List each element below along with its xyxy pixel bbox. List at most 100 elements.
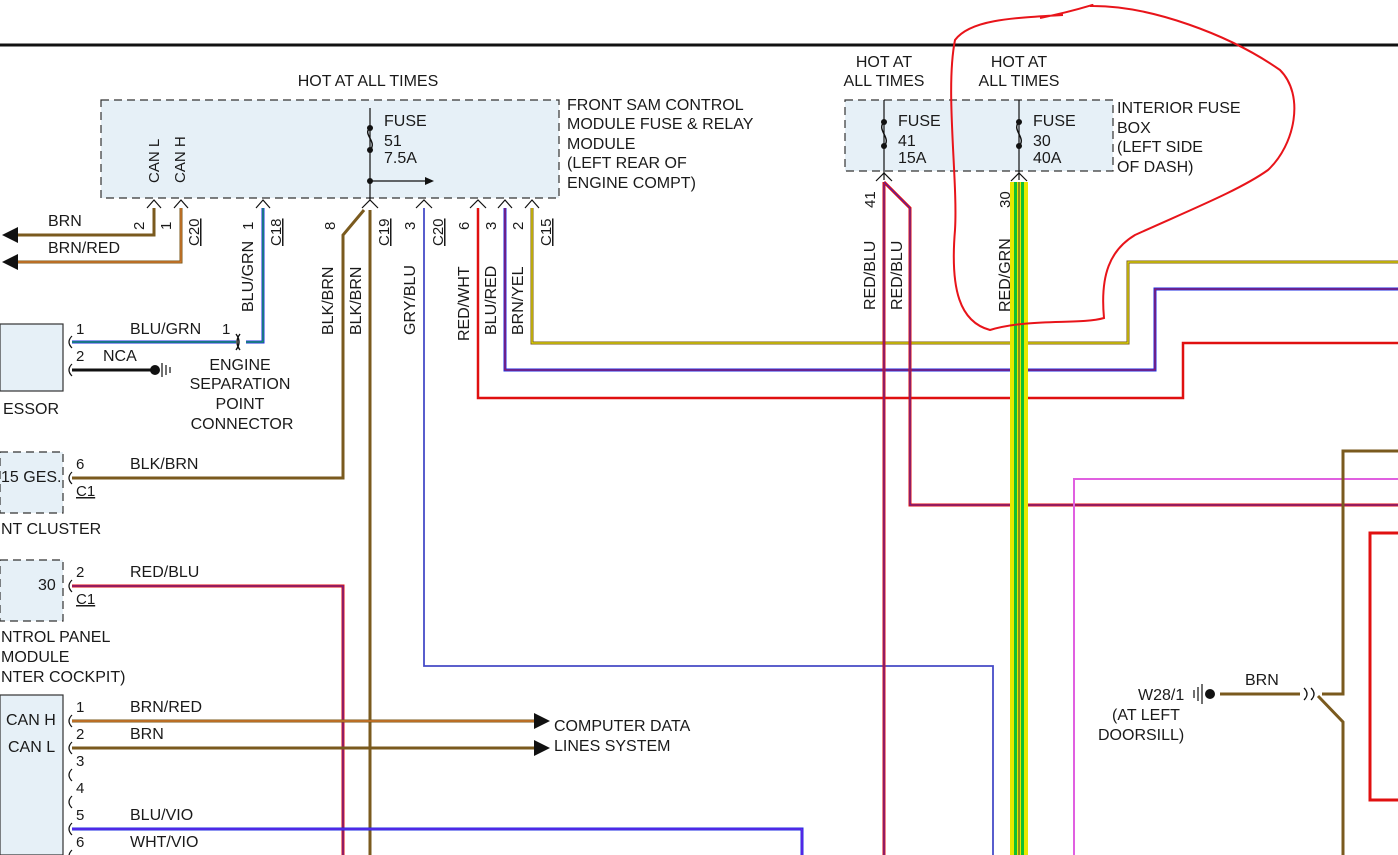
esp-label-1: ENGINE xyxy=(209,357,270,374)
top-wire-labels: BRN BRN/RED BLU/GRN BLK/BRN BLK/BRN GRY/… xyxy=(48,213,1014,341)
can-h-label: CAN H xyxy=(172,136,189,183)
fuse-51-dot-top xyxy=(367,125,373,131)
pin-2-can-l: 2 xyxy=(131,222,148,230)
label-brn-red: BRN/RED xyxy=(48,240,120,257)
interior-fuse-box-outline xyxy=(844,99,1114,172)
compressor-component: ESSOR 1 BLU/GRN 1 2 NCA ENGINE SEPARATIO… xyxy=(0,321,293,433)
control-panel-name-2: MODULE xyxy=(1,649,69,666)
wire-red-right-box xyxy=(1368,531,1398,802)
wire-brn-can-l xyxy=(14,208,156,237)
control-panel-name-3: NTER COCKPIT) xyxy=(1,669,125,686)
ground-wire-label: BRN xyxy=(1245,672,1279,689)
compressor-pin-2: 2 xyxy=(76,348,84,365)
fuse-41-hot-line-1: HOT AT xyxy=(856,54,913,71)
ground-w28-dot xyxy=(1205,689,1215,699)
cluster-inner-label: 15 GES. xyxy=(1,469,61,486)
lower-can-h: CAN H xyxy=(6,712,56,729)
cluster-wire-label: BLK/BRN xyxy=(130,456,198,473)
label-blu-red: BLU/RED xyxy=(483,266,500,335)
cluster-name: NT CLUSTER xyxy=(1,521,101,538)
interior-fuse-box-title-1: INTERIOR FUSE xyxy=(1117,100,1241,117)
arrow-brn-red-left xyxy=(2,254,18,270)
lower-pin-5: 5 xyxy=(76,807,84,824)
lower-wire-2-label: BRN xyxy=(130,726,164,743)
lower-can-l: CAN L xyxy=(8,739,55,756)
control-panel-wire-label: RED/BLU xyxy=(130,564,199,581)
esp-label-4: CONNECTOR xyxy=(191,416,294,433)
lower-module-box xyxy=(0,694,64,855)
front-sam-title-line-4: (LEFT REAR OF xyxy=(567,155,687,172)
control-panel-name-1: NTROL PANEL xyxy=(1,629,110,646)
arrow-brn-left xyxy=(2,227,18,243)
fuse-30-rating: 40A xyxy=(1033,150,1062,167)
lower-pin-4: 4 xyxy=(76,780,84,797)
wire-magenta xyxy=(1073,478,1398,855)
front-sam-module-box xyxy=(100,99,560,199)
interior-fuse-box-title-4: OF DASH) xyxy=(1117,159,1193,176)
control-panel-module: 30 2 C1 RED/BLU NTROL PANEL MODULE NTER … xyxy=(0,559,199,686)
conn-c18: C18 xyxy=(268,218,285,246)
fuse-41-label: FUSE xyxy=(898,113,941,130)
lower-wire-5-label: BLU/VIO xyxy=(130,807,193,824)
cluster-box xyxy=(0,451,64,514)
compressor-label: ESSOR xyxy=(3,401,59,418)
conn-c20-a: C20 xyxy=(186,218,203,246)
sam-connector-pins xyxy=(146,199,540,209)
wire-red-wht xyxy=(476,208,1398,400)
cluster-conn: C1 xyxy=(76,483,95,500)
pin-3: 3 xyxy=(402,222,419,230)
front-sam-title-line-5: ENGINE COMPT) xyxy=(567,175,696,192)
fuse-30-label: FUSE xyxy=(1033,113,1076,130)
lower-pin-6: 6 xyxy=(76,834,84,851)
compressor-pin-1: 1 xyxy=(76,321,84,338)
front-sam-title-line-1: FRONT SAM CONTROL xyxy=(567,97,744,114)
control-panel-conn: C1 xyxy=(76,591,95,608)
label-blk-brn-2: BLK/BRN xyxy=(348,267,365,335)
esp-pin-1: 1 xyxy=(222,321,230,338)
front-sam-title-line-3: MODULE xyxy=(567,136,635,153)
lower-module: CAN H CAN L 1 2 3 4 5 6 BRN/RED BRN BLU/… xyxy=(0,694,691,855)
ground-w28: W28/1 (AT LEFT DOORSILL) BRN xyxy=(1098,672,1315,744)
interior-fuse-box-title-3: (LEFT SIDE xyxy=(1117,139,1203,156)
lower-wire-1-label: BRN/RED xyxy=(130,699,202,716)
label-red-blu-1: RED/BLU xyxy=(862,241,879,310)
lower-pin-1: 1 xyxy=(76,699,84,716)
fuse-51-arrow-head xyxy=(425,177,434,185)
fuse-51-label: FUSE xyxy=(384,113,427,130)
conn-c20-b: C20 xyxy=(430,218,447,246)
ground-name: W28/1 xyxy=(1138,687,1184,704)
label-red-wht: RED/WHT xyxy=(456,266,473,341)
top-pin-labels: 2 1 C20 1 C18 8 C19 3 C20 6 3 2 C15 41 3… xyxy=(131,191,1014,246)
wires xyxy=(14,180,1398,855)
markup-highlight-circle xyxy=(950,3,1296,332)
fuse-51-rating: 7.5A xyxy=(384,150,417,167)
compressor-wire-2-label: NCA xyxy=(103,348,137,365)
fuse-30-hot-line-2: ALL TIMES xyxy=(979,73,1060,90)
interior-fuse-box: HOT AT ALL TIMES HOT AT ALL TIMES INTERI… xyxy=(844,54,1241,182)
conn-c19: C19 xyxy=(376,218,393,246)
wire-brn-yel xyxy=(530,208,1398,345)
label-blu-grn: BLU/GRN xyxy=(240,241,257,312)
wire-blk-brn-cluster xyxy=(72,209,366,480)
can-l-label: CAN L xyxy=(146,139,163,183)
fuse-30-number: 30 xyxy=(1033,133,1051,150)
compressor-wire-1-label: BLU/GRN xyxy=(130,321,201,338)
label-brn: BRN xyxy=(48,213,82,230)
ground-connector-symbol xyxy=(1303,687,1315,701)
lower-pin-3: 3 xyxy=(76,753,84,770)
front-sam-hot-label: HOT AT ALL TIMES xyxy=(298,73,439,90)
instrument-cluster: 15 GES. NT CLUSTER 6 C1 BLK/BRN xyxy=(0,451,198,538)
fuse-41-number: 41 xyxy=(898,133,916,150)
arrow-computer-data-1 xyxy=(534,713,550,729)
fuse-41-rating: 15A xyxy=(898,150,927,167)
lower-wire-6-label: WHT/VIO xyxy=(130,834,198,851)
cluster-pin: 6 xyxy=(76,456,84,473)
ground-loc-1: (AT LEFT xyxy=(1112,707,1180,724)
control-panel-pin: 2 xyxy=(76,564,84,581)
esp-connector-symbol xyxy=(235,333,241,351)
label-blk-brn-1: BLK/BRN xyxy=(320,267,337,335)
control-panel-num: 30 xyxy=(38,577,56,594)
pin-8: 8 xyxy=(322,222,339,230)
front-sam-title-line-2: MODULE FUSE & RELAY xyxy=(567,116,754,133)
